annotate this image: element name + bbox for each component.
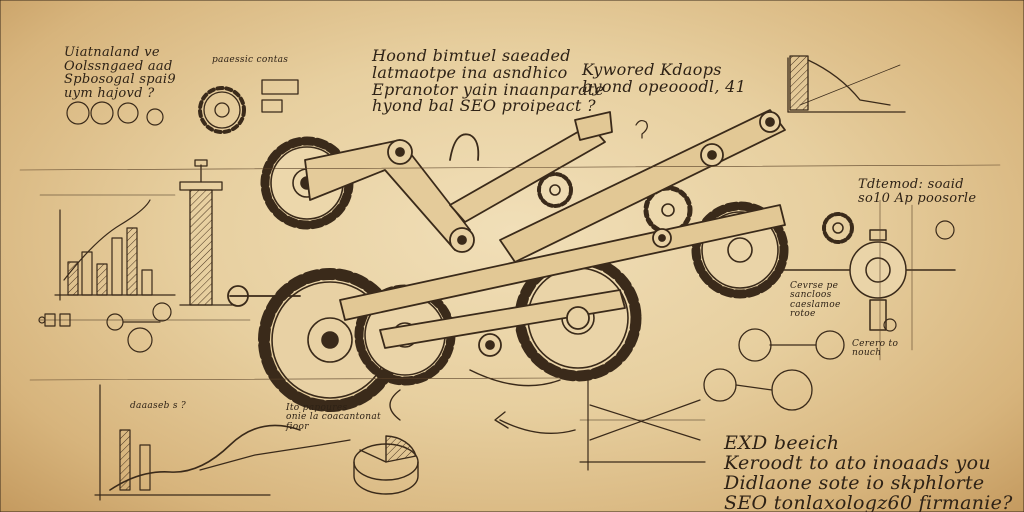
- linkage-arms: [227, 109, 786, 357]
- note-right-lower: Cerero to nouch: [852, 339, 899, 359]
- left-bar-chart-sketch: [39, 194, 251, 321]
- note-right-mid: Tdtemod: soaid so10 Ap poosorle: [858, 177, 977, 206]
- small-gear-top: [198, 79, 299, 134]
- right-lower-circles: [703, 328, 845, 411]
- note-top-left: Uiatnaland ve Oolssngaed aad Spbosogal s…: [64, 45, 176, 101]
- curved-arrows: [389, 369, 576, 435]
- right-wheel-mechanism: [779, 212, 956, 331]
- note-bottom-center: Ito papoures onie la coacantonat fioor: [286, 403, 381, 432]
- note-top-right: Kywored Kdaops byond opeooodl, 41: [582, 60, 747, 96]
- small-gear-right: [883, 220, 955, 332]
- note-bottom-right: EXD beeich Keroodt to ato inoaads you Di…: [724, 432, 1013, 512]
- top-left-circles: [66, 101, 164, 126]
- note-right-list: Cevrse pe sancloos caeslamoe rotoe: [790, 281, 841, 320]
- top-right-chart-sketch: [787, 55, 906, 113]
- guide-lines: [19, 164, 1001, 381]
- large-gear-right: [514, 172, 789, 382]
- hatched-column-sketch: [179, 159, 236, 306]
- bottom-left-chart-sketch: [94, 384, 351, 501]
- misc-marks: [38, 119, 648, 353]
- note-top-center: Hoond bimtuel saeaded latmaotpe ina asnd…: [372, 46, 605, 116]
- note-top-left-small: paaessic contas: [212, 55, 289, 65]
- note-bottom-left: daaaseb s ?: [130, 401, 187, 411]
- pie-chart-sketch: [353, 435, 419, 495]
- bottom-center-chart-sketch: [579, 379, 706, 471]
